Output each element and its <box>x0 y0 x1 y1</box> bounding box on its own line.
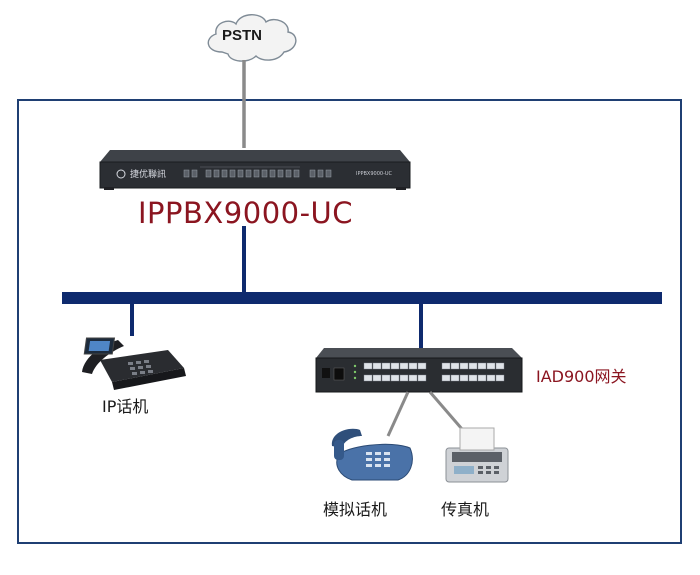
ippbx-title-label: IPPBX9000-UC <box>138 196 354 230</box>
pbx-model-plate-text: IPPBX9000-UC <box>356 171 393 177</box>
fax-machine-device <box>445 427 509 483</box>
fax-machine-label: 传真机 <box>441 500 490 519</box>
analog-phone-device <box>331 428 413 481</box>
network-boundary-frame <box>17 99 682 544</box>
analog-phone-line <box>386 391 410 437</box>
pstn-cloud <box>207 14 297 62</box>
ip-phone-device <box>82 337 186 390</box>
pstn-cloud-label: PSTN <box>222 27 263 44</box>
lan-bus <box>62 292 662 304</box>
iad900-gateway-device <box>315 348 523 393</box>
analog-phone-label: 模拟话机 <box>323 500 388 519</box>
iad-gateway-label: IAD900网关 <box>536 367 627 386</box>
ippbx-device <box>99 150 411 190</box>
ip-phone-label: IP话机 <box>102 397 149 416</box>
pbx-brand-logo-text: 捷优聯訊 <box>130 170 167 180</box>
